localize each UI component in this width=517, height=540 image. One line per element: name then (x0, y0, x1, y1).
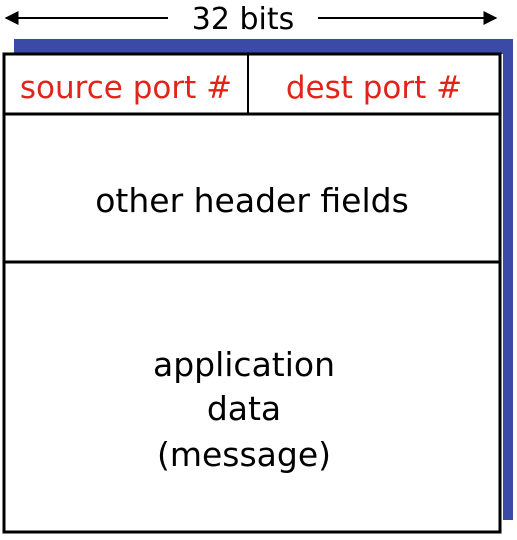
other-header-fields: other header fields (95, 181, 409, 220)
application-data-field: application data (message) (153, 345, 335, 474)
app-data-line-3: (message) (157, 435, 331, 474)
width-indicator: 32 bits (4, 2, 498, 37)
app-data-line-2: data (207, 389, 281, 428)
dest-port-field: dest port # (286, 70, 462, 106)
source-port-field: source port # (20, 70, 232, 106)
app-data-line-1: application (153, 345, 335, 384)
segment-box (2, 52, 502, 534)
width-label: 32 bits (192, 2, 294, 37)
